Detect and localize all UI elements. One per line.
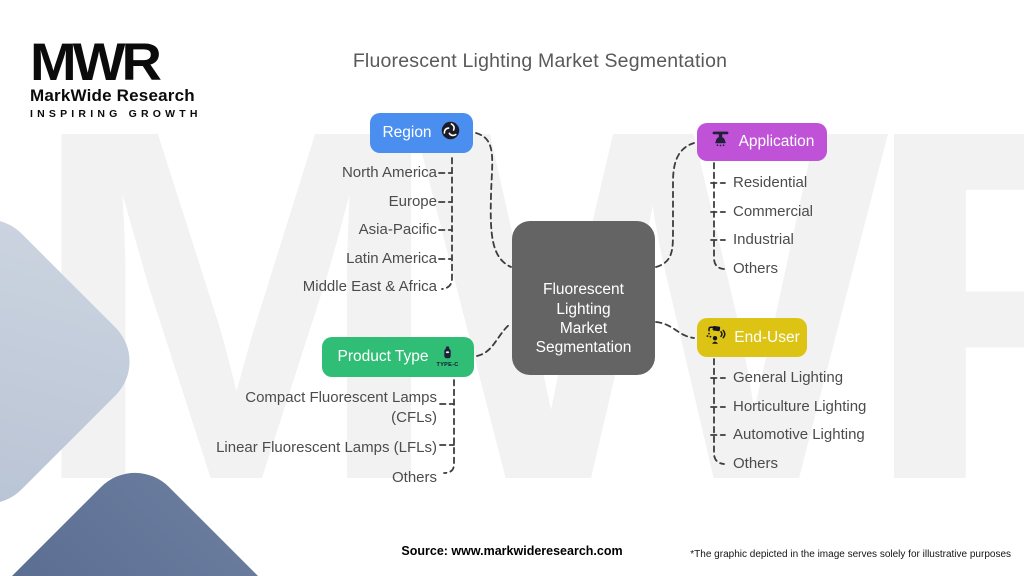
region-node: Region — [370, 113, 473, 153]
logo-tagline: INSPIRING GROWTH — [30, 108, 202, 120]
region-item: Middle East & Africa — [302, 278, 437, 296]
product-type-item: Others — [391, 468, 437, 486]
connector-enduser-vline — [713, 358, 725, 465]
application-item-list: Residential Commercial Industrial Others — [733, 169, 813, 283]
central-node-line: Market — [559, 320, 608, 337]
ceiling-lamp-icon — [710, 129, 731, 155]
logo-name: MarkWide Research — [30, 86, 195, 105]
connector-application-vline — [713, 162, 725, 270]
application-item: Commercial — [733, 202, 814, 220]
disclaimer-note: *The graphic depicted in the image serve… — [690, 549, 1011, 560]
connector-product-vline — [443, 379, 455, 474]
source-credit: Source: www.markwideresearch.com — [401, 544, 623, 558]
connector-region-to-center — [475, 132, 512, 268]
globe-icon — [440, 120, 461, 146]
end-user-node: End-User — [697, 318, 807, 357]
logo-acronym: MWR — [30, 31, 162, 92]
connector-center-to-application — [655, 142, 695, 268]
region-item: Latin America — [346, 249, 437, 267]
usb-type-c-icon: TYPE-C — [437, 346, 459, 369]
markwide-logo: MWR MarkWide Research INSPIRING GROWTH — [30, 34, 202, 120]
end-user-node-label: End-User — [734, 328, 800, 346]
central-node-line: Segmentation — [535, 339, 632, 357]
end-user-item: General Lighting — [733, 369, 844, 386]
end-user-item: Horticulture Lighting — [733, 397, 867, 415]
central-node: Fluorescent Lighting Market Segmentation — [512, 221, 655, 375]
region-item: North America — [341, 164, 437, 181]
region-node-label: Region — [382, 124, 432, 141]
central-node-line: Fluorescent — [543, 281, 624, 299]
product-type-item-list: Compact Fluorescent Lamps (CFLs) Linear … — [137, 388, 437, 492]
page-title: Fluorescent Lighting Market Segmentation — [352, 50, 728, 72]
end-user-item: Others — [733, 454, 779, 472]
application-item: Residential — [733, 174, 808, 191]
application-item: Industrial — [733, 231, 794, 249]
connector-center-to-enduser — [655, 321, 695, 339]
connector-product-to-center — [476, 322, 512, 357]
end-user-item: Automotive Lighting — [733, 426, 865, 444]
projector-lamp-icon — [704, 324, 726, 351]
product-type-item: Compact Fluorescent Lamps (CFLs) — [245, 389, 437, 426]
end-user-item-list: General Lighting Horticulture Lighting A… — [733, 364, 866, 478]
central-node-line: Lighting — [556, 300, 611, 318]
application-node: Application — [697, 123, 827, 161]
region-item-list: North America Europe Asia-Pacific Latin … — [137, 159, 437, 302]
usb-type-c-caption: TYPE-C — [436, 361, 459, 368]
application-node-label: Application — [738, 133, 815, 150]
connector-region-vline — [441, 157, 453, 290]
application-item: Others — [733, 259, 779, 277]
product-type-node: Product Type TYPE-C — [322, 337, 474, 377]
product-type-item: Linear Fluorescent Lamps (LFLs) — [216, 439, 437, 456]
product-type-node-label: Product Type — [337, 348, 429, 365]
region-item: Europe — [388, 192, 437, 210]
region-item: Asia-Pacific — [358, 221, 437, 239]
